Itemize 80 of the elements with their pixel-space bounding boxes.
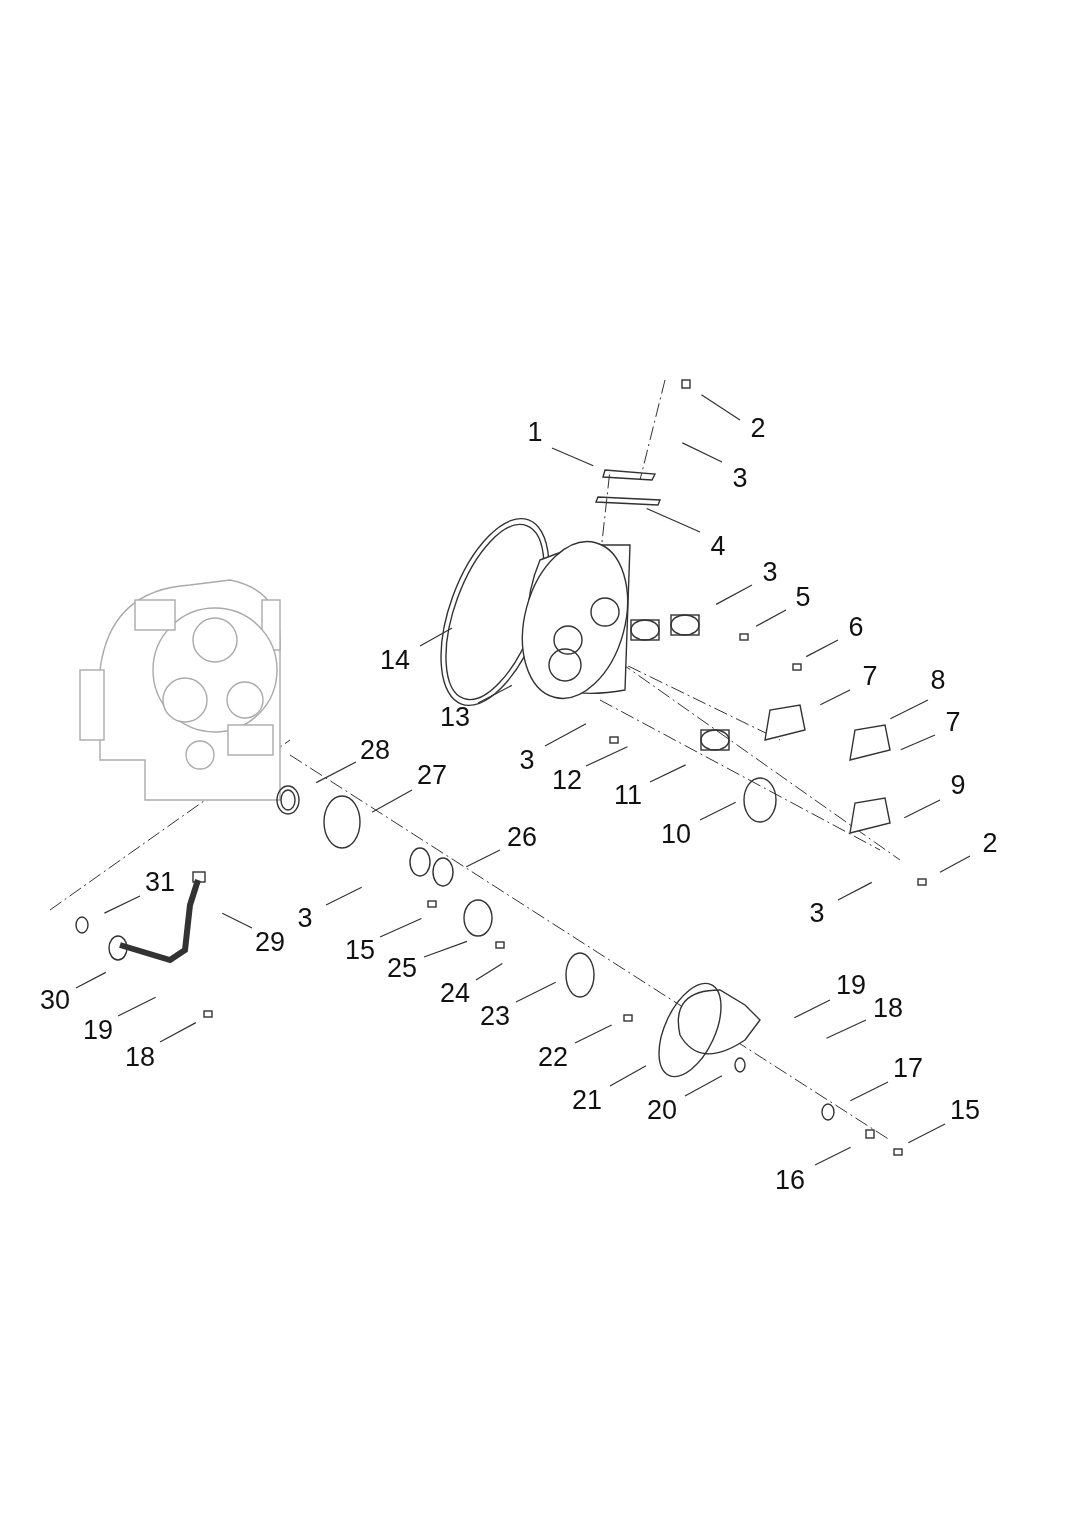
callout-number: 15 [950, 1095, 980, 1125]
callout-number: 19 [83, 1015, 113, 1045]
callout-number: 3 [297, 903, 313, 933]
callout-number: 3 [762, 557, 778, 587]
leader-line [75, 971, 107, 989]
leader-line [805, 639, 839, 658]
leader-line [903, 799, 941, 819]
leader-line [551, 447, 594, 467]
callout-number: 16 [775, 1165, 805, 1195]
leader-line [715, 584, 753, 605]
callout-number: 3 [519, 745, 535, 775]
leader-line [379, 917, 422, 938]
leader-line [889, 699, 929, 720]
leader-line [646, 507, 701, 533]
leader-line [585, 746, 629, 767]
leader-line [477, 684, 513, 704]
callout-number: 5 [795, 582, 811, 612]
callout-number: 7 [945, 707, 961, 737]
leader-line [465, 849, 501, 868]
callout-number: 13 [440, 702, 470, 732]
callout-number: 30 [40, 985, 70, 1015]
leader-line [849, 1081, 889, 1102]
leader-line [755, 609, 787, 627]
callout-number: 22 [538, 1042, 568, 1072]
callout-number: 8 [930, 665, 946, 695]
callout-number: 9 [950, 770, 966, 800]
callout-number: 3 [732, 463, 748, 493]
leader-line [825, 1019, 867, 1039]
leader-line [325, 886, 363, 906]
callout-number: 28 [360, 735, 390, 765]
callout-number: 2 [982, 828, 998, 858]
leader-line [574, 1024, 613, 1044]
leader-line [544, 723, 587, 747]
leader-line [649, 764, 687, 783]
callout-number: 21 [572, 1085, 602, 1115]
callout-number: 4 [710, 531, 726, 561]
callout-number: 17 [893, 1053, 923, 1083]
callout-number: 19 [836, 970, 866, 1000]
callout-number: 31 [145, 867, 175, 897]
callout-number: 18 [125, 1042, 155, 1072]
leader-line [900, 734, 936, 751]
leader-line [221, 912, 253, 929]
leader-line [819, 689, 851, 706]
leader-line [159, 1022, 197, 1043]
callout-number: 15 [345, 935, 375, 965]
callout-number: 1 [527, 417, 543, 447]
leader-line [103, 895, 141, 914]
callout-number: 12 [552, 765, 582, 795]
callout-number: 3 [809, 898, 825, 928]
leader-line [793, 999, 831, 1019]
leader-line [419, 627, 453, 647]
callout-number: 10 [661, 819, 691, 849]
leader-line [423, 940, 468, 958]
leader-line [515, 981, 557, 1003]
leader-line [371, 789, 413, 813]
callout-number: 23 [480, 1001, 510, 1031]
callout-number: 11 [614, 780, 642, 810]
callout-number: 6 [848, 612, 864, 642]
callout-number: 25 [387, 953, 417, 983]
leader-line [475, 962, 503, 981]
callout-number: 24 [440, 978, 470, 1008]
leader-line [684, 1075, 723, 1097]
callout-number: 18 [873, 993, 903, 1023]
callout-number: 26 [507, 822, 537, 852]
callout-number: 2 [750, 413, 766, 443]
leader-line [609, 1065, 647, 1087]
leader-line [681, 442, 723, 463]
leader-line [315, 761, 357, 784]
leader-line [837, 881, 873, 901]
leader-line [907, 1123, 946, 1144]
leader-line [814, 1146, 852, 1166]
leader-line [700, 394, 741, 421]
callout-number: 14 [380, 645, 410, 675]
leader-line [699, 801, 737, 821]
leader-line [117, 996, 157, 1017]
callout-number: 7 [862, 661, 878, 691]
callout-number: 27 [417, 760, 447, 790]
leader-line [939, 855, 971, 873]
callout-number: 20 [647, 1095, 677, 1125]
callout-number: 29 [255, 927, 285, 957]
